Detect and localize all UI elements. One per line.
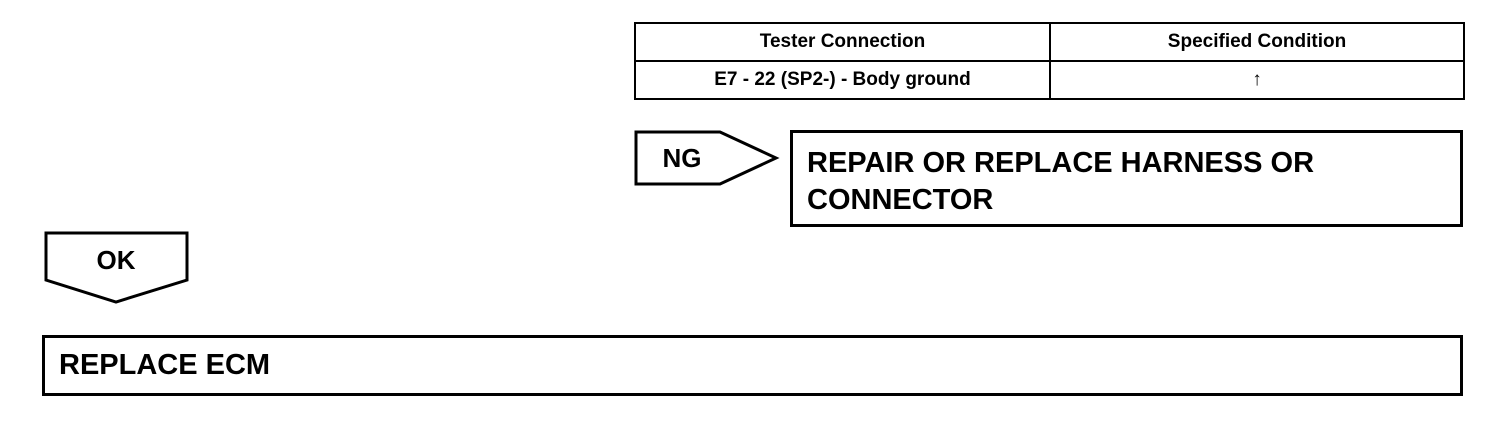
- ok-action-box: REPLACE ECM: [42, 335, 1463, 396]
- ok-action-text: REPLACE ECM: [59, 349, 271, 381]
- table-header-row: Tester Connection Specified Condition: [634, 22, 1465, 62]
- table-row: E7 - 22 (SP2-) - Body ground ↑: [634, 60, 1465, 100]
- ng-action-box: REPAIR OR REPLACE HARNESS OR CONNECTOR: [790, 130, 1463, 227]
- header-tester-connection: Tester Connection: [634, 22, 1051, 62]
- cell-specified-condition: ↑: [1049, 60, 1465, 100]
- ng-action-text: REPAIR OR REPLACE HARNESS OR CONNECTOR: [807, 147, 1315, 216]
- ok-label: OK: [96, 245, 136, 275]
- ng-arrow-shape: [634, 130, 780, 186]
- ok-arrow-shape: [44, 231, 189, 304]
- ng-label: NG: [662, 143, 702, 173]
- cell-tester-connection: E7 - 22 (SP2-) - Body ground: [634, 60, 1051, 100]
- header-specified-condition: Specified Condition: [1049, 22, 1465, 62]
- specification-table: Tester Connection Specified Condition E7…: [634, 22, 1465, 100]
